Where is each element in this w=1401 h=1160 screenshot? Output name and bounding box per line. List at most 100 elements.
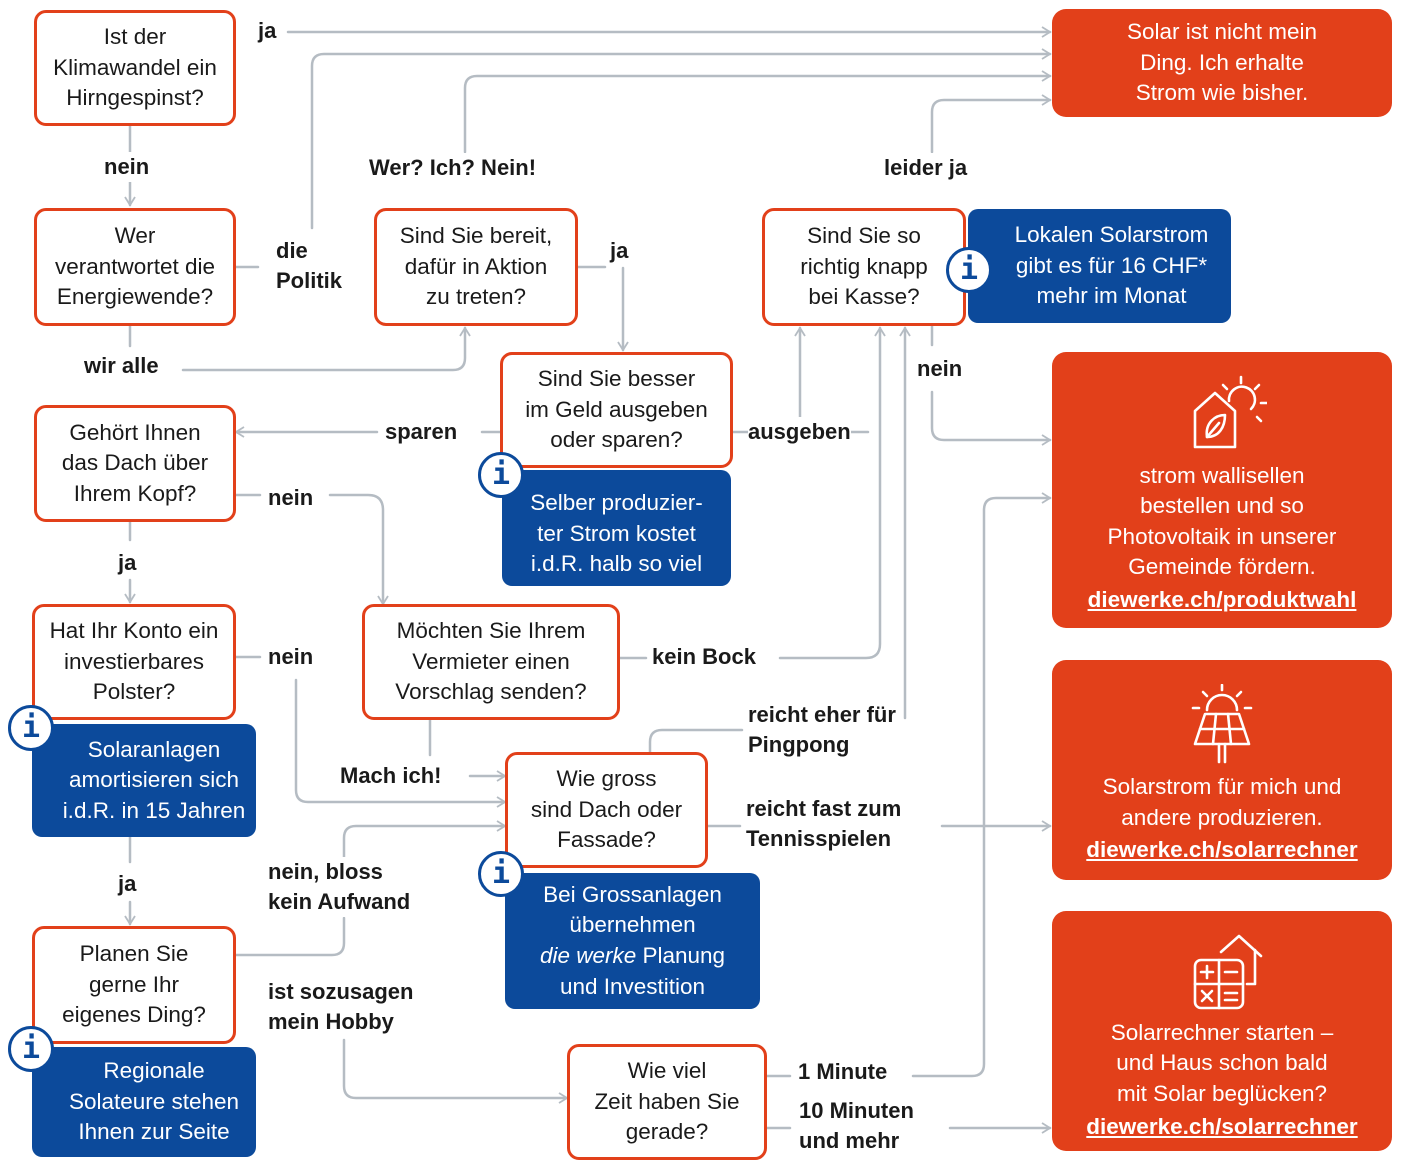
- text-line: Politik: [276, 267, 343, 293]
- result-nicht-mein-ding: Solar ist nicht mein Ding. Ich erhalte S…: [1052, 9, 1392, 117]
- text-line: Sind Sie so: [807, 223, 921, 249]
- label-kein-bock: kein Bock: [652, 642, 756, 672]
- text-line: Regionale: [103, 1058, 205, 1084]
- text-line: Gehört Ihnen: [69, 419, 201, 445]
- text-line: Solaranlagen: [87, 736, 221, 762]
- text-line: Sind Sie besser: [537, 366, 696, 392]
- text-line: Vermieter einen: [412, 648, 570, 674]
- label-wir-alle: wir alle: [84, 351, 159, 381]
- text-line: oder sparen?: [550, 427, 683, 453]
- label-zehn-minuten: 10 Minuten und mehr: [799, 1096, 914, 1156]
- info-icon: i: [946, 247, 992, 293]
- brand-name: die werke: [539, 943, 637, 968]
- result-solarrechner: Solarrechner starten – und Haus schon ba…: [1052, 911, 1392, 1151]
- text-line: mein Hobby: [268, 1008, 394, 1034]
- text-line: Wie viel: [627, 1058, 707, 1084]
- text-line: im Geld ausgeben: [525, 396, 708, 422]
- text-line: übernehmen: [569, 912, 696, 938]
- arrow-mach-ich: [428, 718, 505, 776]
- text-line: kein Aufwand: [268, 888, 411, 914]
- label-sparen: sparen: [385, 417, 458, 447]
- label-nein: nein: [268, 642, 314, 672]
- text-line: Fassade?: [557, 827, 656, 853]
- text-line: Solar ist nicht mein: [1126, 19, 1318, 45]
- text-line: Ihrem Kopf?: [73, 480, 197, 506]
- label-tennis: reicht fast zum Tennisspielen: [746, 794, 902, 854]
- calculator-house-icon: [1193, 934, 1263, 1010]
- text-line: Möchten Sie Ihrem: [396, 618, 586, 644]
- text-line: Photovoltaik in unserer: [1107, 523, 1337, 549]
- text-line: reicht fast zum: [746, 796, 902, 821]
- text-line: strom wallisellen: [1139, 462, 1305, 488]
- arrow-pingpong: [648, 328, 905, 754]
- text-line: bei Kasse?: [808, 284, 920, 310]
- text-line: die: [276, 238, 308, 263]
- text-line: zu treten?: [425, 284, 527, 310]
- label-pingpong: reicht eher für Pingpong: [748, 700, 896, 760]
- arrow-politik: [234, 54, 1050, 269]
- text-line: eigenes Ding?: [62, 1002, 206, 1028]
- label-die-politik: die Politik: [276, 236, 343, 296]
- text-line: und Haus schon bald: [1116, 1050, 1328, 1076]
- text-line: Pingpong: [748, 731, 850, 757]
- text-line: Ihnen zur Seite: [78, 1119, 230, 1145]
- solarrechner-link[interactable]: diewerke.ch/solarrechner: [1086, 1113, 1358, 1139]
- result-bestellen: strom wallisellen bestellen und so Photo…: [1052, 352, 1392, 628]
- text-line: Planung: [636, 943, 726, 968]
- text-line: verantwortet die: [54, 253, 216, 279]
- text-line: nein, bloss: [268, 859, 383, 884]
- label-wer-ich-nein: Wer? Ich? Nein!: [369, 153, 537, 183]
- arrow-knapp-nein: [930, 323, 1050, 440]
- question-geld: Sind Sie besser im Geld ausgeben oder spar…: [500, 352, 733, 468]
- label-nein: nein: [917, 354, 963, 384]
- text-line: Solateure stehen: [68, 1088, 240, 1114]
- text-line: investierbares: [63, 648, 205, 674]
- solarrechner-link[interactable]: diewerke.ch/solarrechner: [1086, 837, 1358, 863]
- produktwahl-link[interactable]: diewerke.ch/produktwahl: [1087, 586, 1357, 612]
- label-nein: nein: [268, 483, 314, 513]
- text-line: Ding. Ich erhalte: [1140, 49, 1304, 75]
- label-kein-aufwand: nein, bloss kein Aufwand: [268, 857, 411, 917]
- text-line: mehr im Monat: [1036, 283, 1187, 309]
- text-line: Tennisspielen: [746, 825, 892, 851]
- text-line: ist sozusagen: [268, 979, 414, 1004]
- text-line: Solarstrom für mich und: [1102, 774, 1342, 800]
- text-line: Wie gross: [556, 766, 657, 792]
- label-ja: ja: [118, 869, 137, 899]
- label-ausgeben: ausgeben: [748, 417, 851, 447]
- text-line: Hirngespinst?: [66, 85, 204, 111]
- label-hobby: ist sozusagen mein Hobby: [268, 977, 414, 1037]
- info-icon: i: [478, 851, 524, 897]
- info-icon: i: [8, 705, 54, 751]
- arrow-bereit-ja: [576, 265, 623, 350]
- arrow-kein-bock: [618, 328, 880, 660]
- text-line: Lokalen Solarstrom: [1014, 222, 1209, 248]
- text-line: i.d.R. halb so viel: [530, 551, 703, 577]
- info-icon: i: [478, 452, 524, 498]
- text-line: Zeit haben Sie: [594, 1088, 740, 1114]
- text-line: Klimawandel ein: [53, 54, 217, 80]
- arrow-hobby: [342, 1038, 569, 1104]
- arrow-wer-ich-nein: [463, 70, 1052, 154]
- label-leider-ja: leider ja: [884, 153, 968, 183]
- text-line: i.d.R. in 15 Jahren: [62, 797, 246, 823]
- text-line: reicht eher für: [748, 702, 896, 727]
- text-line: sind Dach oder: [530, 796, 683, 822]
- text-line: Polster?: [92, 679, 176, 705]
- text-line: Wer: [114, 223, 156, 249]
- text-line: Gemeinde fördern.: [1128, 554, 1316, 580]
- label-ja: ja: [258, 16, 277, 46]
- arrow-leider-ja: [930, 94, 1052, 154]
- text-line: gerade?: [625, 1119, 709, 1145]
- text-line: Planen Sie: [79, 941, 189, 967]
